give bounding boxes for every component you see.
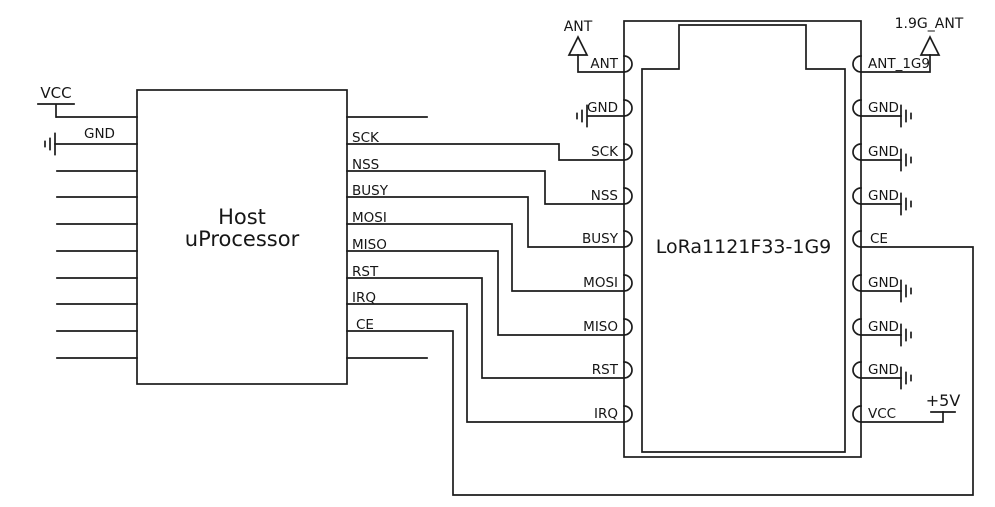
module-pin-label-mosi: MOSI xyxy=(583,275,618,291)
host-pin-label-mosi: MOSI xyxy=(352,210,387,226)
ant-1g9-wire xyxy=(860,54,931,73)
ground-icon xyxy=(900,192,912,216)
module-pin-label-ant-1g9: ANT_1G9 xyxy=(868,56,930,72)
antenna-1g9-icon xyxy=(919,35,941,56)
host-pin-label-busy: BUSY xyxy=(352,183,388,199)
host-left-pin-wires xyxy=(54,116,138,359)
host-title-line2: uProcessor xyxy=(184,227,300,252)
host-ground-icon xyxy=(44,132,56,156)
module-pin-label-gnd-r6: GND xyxy=(868,362,899,378)
ant-wire xyxy=(577,54,625,73)
wire-rst xyxy=(346,277,625,379)
module-left-pin-arcs xyxy=(623,55,633,423)
module-right-gnd-wires xyxy=(860,115,902,379)
module-pin-label-nss: NSS xyxy=(590,188,618,204)
host-component-title: Host uProcessor xyxy=(137,206,347,250)
host-pin-label-sck: SCK xyxy=(352,130,379,146)
wire-miso xyxy=(346,250,625,336)
host-title-line1: Host xyxy=(218,205,266,229)
host-right-stub-wires xyxy=(346,116,428,359)
module-pin-label-sck: SCK xyxy=(591,144,618,160)
net-label-gnd: GND xyxy=(84,126,115,142)
vcc-power-icon xyxy=(37,103,75,118)
net-label-1-9g-ant: 1.9G_ANT xyxy=(894,16,964,32)
module-pin-label-gnd: GND xyxy=(587,100,618,116)
module-pin-label-rst: RST xyxy=(591,362,618,378)
ground-icon xyxy=(900,104,912,128)
ground-icon xyxy=(900,323,912,347)
host-pin-label-nss: NSS xyxy=(352,157,380,173)
wire-irq xyxy=(346,303,625,423)
ground-icon xyxy=(900,279,912,303)
module-component-box xyxy=(623,20,862,458)
wire-ce xyxy=(346,246,974,496)
ground-icon xyxy=(900,148,912,172)
net-label-ant: ANT xyxy=(563,19,593,35)
module-pin-label-gnd-r3: GND xyxy=(868,188,899,204)
module-pin-label-vcc: VCC xyxy=(868,406,897,422)
module-pin-label-miso: MISO xyxy=(583,319,618,335)
host-pin-label-irq: IRQ xyxy=(352,290,376,306)
wire-mosi xyxy=(346,223,625,292)
ground-icon xyxy=(900,366,912,390)
module-pin-label-irq: IRQ xyxy=(594,406,618,422)
module-pin-label-busy: BUSY xyxy=(582,231,618,247)
antenna-icon xyxy=(567,35,589,56)
host-pin-label-ce: CE xyxy=(356,317,374,333)
module-pin-label-gnd-r5: GND xyxy=(868,319,899,335)
host-pin-label-miso: MISO xyxy=(352,237,387,253)
wire-nss xyxy=(346,170,625,205)
net-label-vcc: VCC xyxy=(40,84,72,102)
net-label-plus5v: +5V xyxy=(925,391,961,410)
wire-busy xyxy=(346,196,625,248)
host-component-box xyxy=(136,89,348,385)
module-inner-outline xyxy=(641,24,846,453)
host-pin-label-rst: RST xyxy=(352,264,379,280)
module-pin-label-gnd-r4: GND xyxy=(868,275,899,291)
module-component-title: LoRa1121F33-1G9 xyxy=(655,236,832,258)
wire-sck xyxy=(346,143,625,161)
module-right-pin-arcs xyxy=(852,55,862,423)
module-pin-label-ce: CE xyxy=(870,231,888,247)
module-left-ground-icon xyxy=(576,104,588,128)
module-pin-label-ant: ANT xyxy=(590,56,618,72)
module-pin-label-gnd-r2: GND xyxy=(868,144,899,160)
module-vcc-wire xyxy=(860,411,944,423)
module-pin-label-gnd-r1: GND xyxy=(868,100,899,116)
